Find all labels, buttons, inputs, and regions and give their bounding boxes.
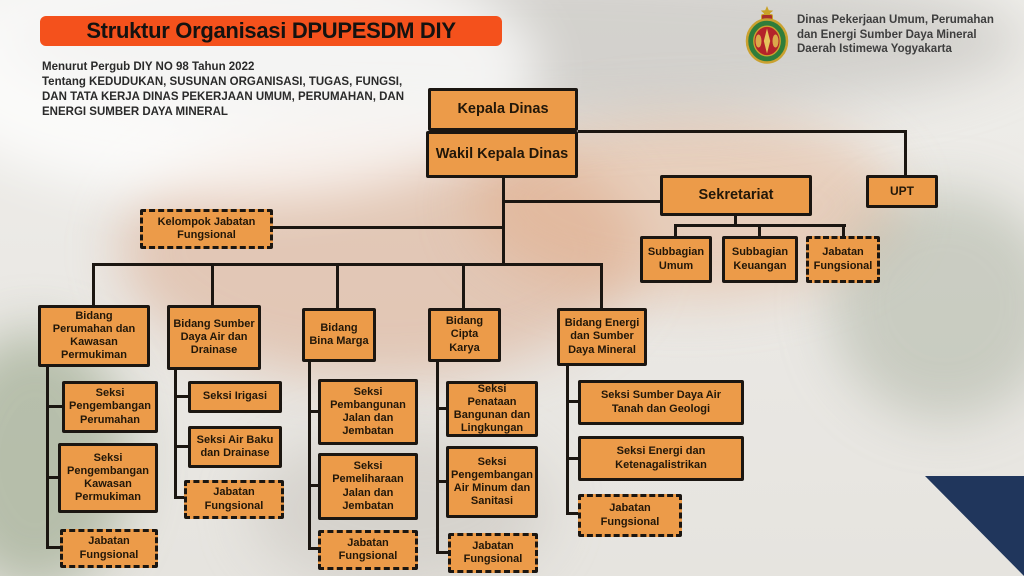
org-box-wakil-kepala-dinas: Wakil Kepala Dinas bbox=[426, 131, 578, 178]
org-box-subbagian-umum: Subbagian Umum bbox=[640, 236, 712, 283]
connector-line bbox=[566, 400, 578, 403]
org-box-seksi: Seksi Pengembangan Perumahan bbox=[62, 381, 158, 433]
page-title: Struktur Organisasi DPUPESDM DIY bbox=[40, 16, 502, 46]
subtitle-line: DAN TATA KERJA DINAS PEKERJAAN UMUM, PER… bbox=[42, 91, 405, 103]
org-box-jabatan-fungsional-sekretariat: Jabatan Fungsional bbox=[806, 236, 880, 283]
org-box-bidang-bina-marga: Bidang Bina Marga bbox=[302, 308, 376, 362]
org-box-kepala-dinas: Kepala Dinas bbox=[428, 88, 578, 131]
org-box-subbagian-keuangan: Subbagian Keuangan bbox=[722, 236, 798, 283]
connector-line bbox=[46, 405, 62, 408]
connector-line bbox=[904, 130, 907, 175]
connector-line bbox=[758, 224, 761, 237]
connector-line bbox=[436, 407, 446, 410]
org-box-bidang-energi: Bidang Energi dan Sumber Daya Mineral bbox=[557, 308, 647, 366]
agency-name: Dinas Pekerjaan Umum, Perumahan dan Ener… bbox=[797, 13, 1017, 57]
connector-line bbox=[436, 480, 446, 483]
connector-line bbox=[566, 457, 578, 460]
connector-line bbox=[578, 130, 907, 133]
corner-triangle-decoration bbox=[925, 476, 1024, 576]
connector-line bbox=[46, 546, 60, 549]
org-box-jabatan-fungsional: Jabatan Fungsional bbox=[448, 533, 538, 573]
connector-line bbox=[46, 476, 60, 479]
org-box-jabatan-fungsional: Jabatan Fungsional bbox=[318, 530, 418, 570]
connector-line bbox=[174, 370, 177, 499]
org-box-seksi: Seksi Irigasi bbox=[188, 381, 282, 413]
connector-line bbox=[336, 263, 339, 309]
org-box-seksi: Seksi Pemeliharaan Jalan dan Jembatan bbox=[318, 453, 418, 520]
org-box-seksi: Seksi Sumber Daya Air Tanah dan Geologi bbox=[578, 380, 744, 425]
connector-line bbox=[842, 224, 845, 237]
org-box-seksi: Seksi Pengembangan Kawasan Permukiman bbox=[58, 443, 158, 513]
connector-line bbox=[502, 200, 662, 203]
org-box-seksi: Seksi Pengembangan Air Minum dan Sanitas… bbox=[446, 446, 538, 518]
connector-line bbox=[502, 178, 505, 266]
org-box-upt: UPT bbox=[866, 175, 938, 208]
subtitle-line: ENERGI SUMBER DAYA MINERAL bbox=[42, 106, 228, 118]
agency-line: dan Energi Sumber Daya Mineral bbox=[797, 28, 977, 41]
org-box-jabatan-fungsional: Jabatan Fungsional bbox=[184, 480, 284, 519]
subtitle-line: Tentang KEDUDUKAN, SUSUNAN ORGANISASI, T… bbox=[42, 76, 403, 88]
org-box-kelompok-jabatan-fungsional: Kelompok Jabatan Fungsional bbox=[140, 209, 273, 249]
connector-line bbox=[174, 496, 184, 499]
org-box-bidang-sda: Bidang Sumber Daya Air dan Drainase bbox=[167, 305, 261, 370]
subtitle-line: Menurut Pergub DIY NO 98 Tahun 2022 bbox=[42, 61, 255, 73]
connector-line bbox=[462, 263, 465, 309]
connector-line bbox=[308, 362, 311, 548]
org-box-bidang-perumahan: Bidang Perumahan dan Kawasan Permukiman bbox=[38, 305, 150, 367]
connector-line bbox=[734, 216, 737, 227]
agency-line: Dinas Pekerjaan Umum, Perumahan bbox=[797, 14, 994, 26]
org-box-jabatan-fungsional: Jabatan Fungsional bbox=[578, 494, 682, 537]
connector-line bbox=[566, 366, 569, 514]
org-box-seksi: Seksi Penataan Bangunan dan Lingkungan bbox=[446, 381, 538, 437]
connector-line bbox=[308, 547, 318, 550]
org-box-sekretariat: Sekretariat bbox=[660, 175, 812, 216]
connector-line bbox=[174, 395, 188, 398]
connector-line bbox=[211, 263, 214, 306]
connector-line bbox=[46, 367, 49, 549]
connector-line bbox=[674, 224, 677, 237]
org-box-seksi: Seksi Pembangunan Jalan dan Jembatan bbox=[318, 379, 418, 445]
connector-line bbox=[92, 263, 95, 306]
org-box-jabatan-fungsional: Jabatan Fungsional bbox=[60, 529, 158, 568]
connector-line bbox=[92, 263, 603, 266]
connector-line bbox=[600, 263, 603, 309]
connector-line bbox=[308, 484, 318, 487]
diy-coat-of-arms-icon bbox=[744, 6, 790, 64]
org-box-seksi: Seksi Air Baku dan Drainase bbox=[188, 426, 282, 468]
org-box-bidang-cipta-karya: Bidang Cipta Karya bbox=[428, 308, 501, 362]
subtitle: Menurut Pergub DIY NO 98 Tahun 2022 Tent… bbox=[42, 60, 462, 120]
agency-line: Daerah Istimewa Yogyakarta bbox=[797, 43, 952, 55]
connector-line bbox=[566, 512, 578, 515]
connector-line bbox=[174, 445, 188, 448]
connector-line bbox=[308, 410, 318, 413]
connector-line bbox=[436, 551, 448, 554]
connector-line bbox=[272, 226, 504, 229]
org-box-seksi: Seksi Energi dan Ketenagalistrikan bbox=[578, 436, 744, 481]
connector-line bbox=[436, 362, 439, 551]
